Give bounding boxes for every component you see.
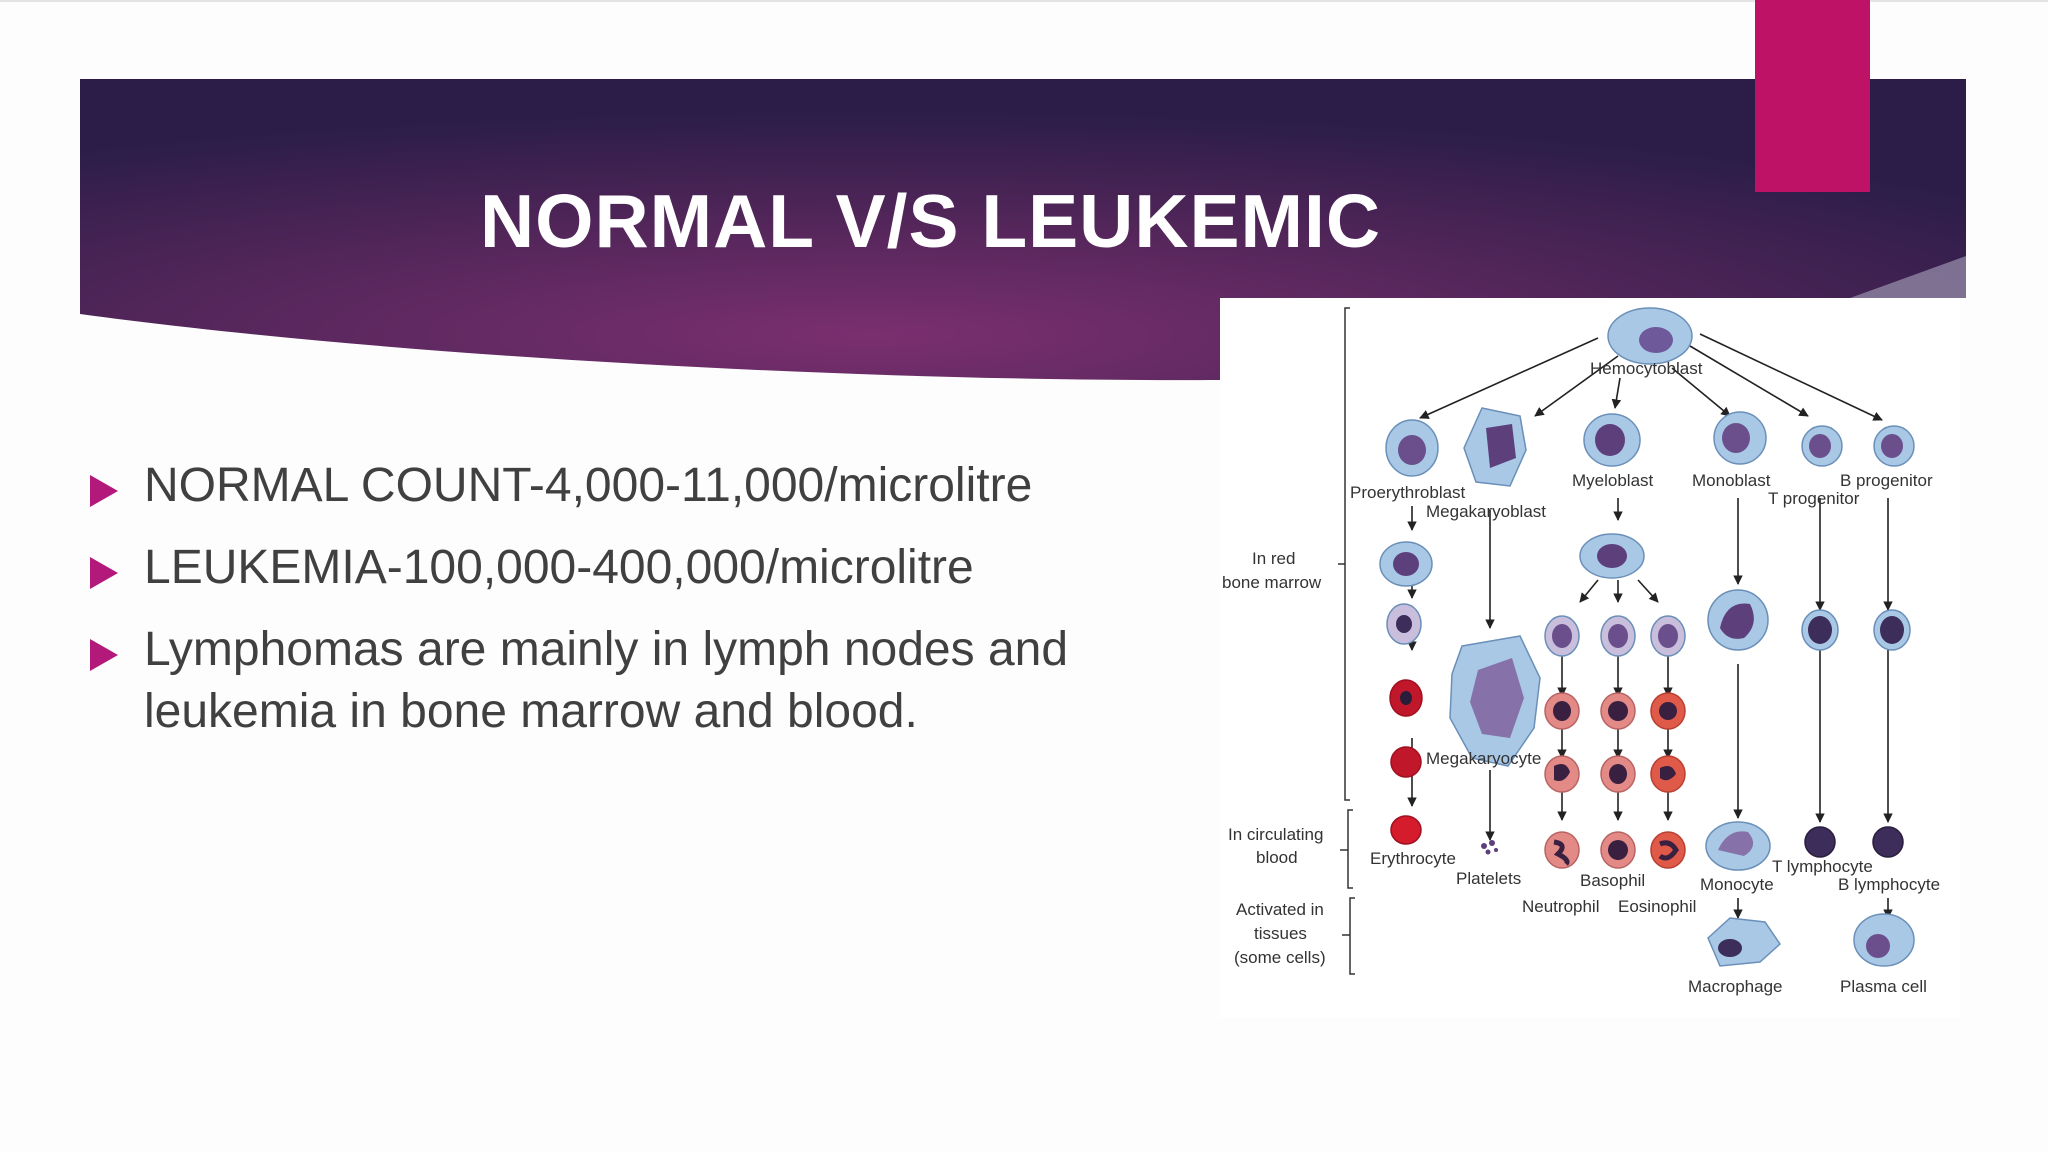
bullet-arrow-icon	[90, 639, 118, 671]
label-eosinophil: Eosinophil	[1618, 897, 1696, 916]
accent-bar	[1755, 0, 1870, 192]
label-activated-in: Activated in	[1236, 900, 1324, 919]
label-megakaryocyte: Megakaryocyte	[1426, 749, 1541, 768]
bullet-text: NORMAL COUNT-4,000-11,000/microlitre	[144, 459, 1033, 512]
slide-title: NORMAL V/S LEUKEMIC	[480, 179, 1381, 263]
bullet-text: Lymphomas are mainly in lymph nodes and …	[144, 623, 1069, 738]
bullet-text: LEUKEMIA-100,000-400,000/microlitre	[144, 541, 974, 594]
label-blood: blood	[1256, 848, 1298, 867]
label-proerythroblast: Proerythroblast	[1350, 483, 1466, 502]
label-bone-marrow: bone marrow	[1222, 573, 1322, 592]
label-b-lymphocyte: B lymphocyte	[1838, 875, 1940, 894]
label-megakaryoblast: Megakaryoblast	[1426, 502, 1546, 521]
label-neutrophil: Neutrophil	[1522, 897, 1600, 916]
label-in-red: In red	[1252, 549, 1295, 568]
label-macrophage: Macrophage	[1688, 977, 1783, 996]
bullet-item: NORMAL COUNT-4,000-11,000/microlitre	[88, 455, 1178, 517]
label-t-lymphocyte: T lymphocyte	[1772, 857, 1873, 876]
label-tissues: tissues	[1254, 924, 1307, 943]
label-hemocytoblast: Hemocytoblast	[1590, 359, 1703, 378]
bullet-item: Lymphomas are mainly in lymph nodes and …	[88, 619, 1178, 743]
bullet-list: NORMAL COUNT-4,000-11,000/microlitre LEU…	[88, 455, 1178, 763]
label-basophil: Basophil	[1580, 871, 1645, 890]
label-monoblast: Monoblast	[1692, 471, 1771, 490]
label-some-cells: (some cells)	[1234, 948, 1326, 967]
label-plasma-cell: Plasma cell	[1840, 977, 1927, 996]
label-t-progenitor: T progenitor	[1768, 489, 1860, 508]
title-banner	[80, 79, 1966, 381]
hematopoiesis-diagram: Hemocytoblast Proerythroblast Megakaryob…	[1220, 298, 1960, 1018]
label-platelets: Platelets	[1456, 869, 1521, 888]
top-border	[0, 0, 2048, 2]
label-myeloblast: Myeloblast	[1572, 471, 1654, 490]
bullet-arrow-icon	[90, 557, 118, 589]
label-erythrocyte: Erythrocyte	[1370, 849, 1456, 868]
bullet-arrow-icon	[90, 475, 118, 507]
label-monocyte: Monocyte	[1700, 875, 1774, 894]
bullet-item: LEUKEMIA-100,000-400,000/microlitre	[88, 537, 1178, 599]
label-b-progenitor: B progenitor	[1840, 471, 1933, 490]
label-in-circulating: In circulating	[1228, 825, 1323, 844]
